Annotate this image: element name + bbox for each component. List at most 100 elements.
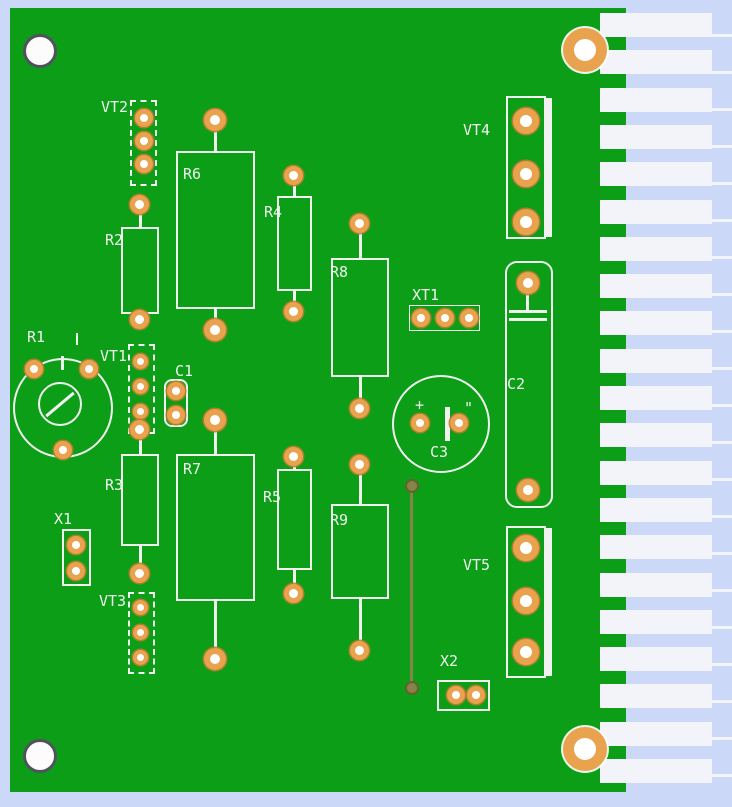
pad-R4[interactable] — [284, 302, 303, 321]
pad-R7[interactable] — [204, 648, 226, 670]
mounting-hole[interactable] — [23, 739, 57, 773]
edge-connector-finger — [600, 13, 712, 37]
outline-R6[interactable] — [176, 151, 255, 309]
component-label: VT4 — [463, 121, 491, 139]
outline-R5[interactable] — [277, 469, 312, 570]
pad-X2[interactable] — [467, 686, 485, 704]
edge-connector-finger — [600, 684, 712, 709]
pad-R9[interactable] — [350, 641, 369, 660]
pad-X1[interactable] — [67, 562, 85, 580]
outline-XT1[interactable] — [409, 305, 480, 331]
copper-trace[interactable] — [410, 486, 413, 688]
pad-C1[interactable] — [167, 406, 185, 424]
via[interactable] — [404, 479, 419, 493]
pad-C2[interactable] — [517, 272, 539, 294]
pad-R5[interactable] — [284, 447, 303, 466]
via[interactable] — [404, 681, 419, 695]
outline-X2[interactable] — [437, 680, 490, 711]
pad-VT4[interactable] — [513, 161, 539, 187]
pad-VT1[interactable] — [133, 379, 148, 394]
silk-C2-lead — [526, 292, 529, 310]
silk-C2-plate-b — [509, 318, 547, 321]
pad-R9[interactable] — [350, 455, 369, 474]
pad-R2[interactable] — [130, 195, 149, 214]
pad-R4[interactable] — [284, 166, 303, 185]
component-label: X1 — [54, 510, 73, 528]
edge-connector-finger — [600, 423, 712, 448]
pad-VT2[interactable] — [135, 155, 153, 173]
outline-X1[interactable] — [62, 529, 91, 586]
outline-R7[interactable] — [176, 454, 255, 601]
pad-VT5[interactable] — [513, 639, 539, 665]
pad-XT1[interactable] — [412, 309, 430, 327]
pad-R2[interactable] — [130, 310, 149, 329]
pad-XT1[interactable] — [460, 309, 478, 327]
pad-R3[interactable] — [130, 420, 149, 439]
outline-R1-rotor[interactable] — [38, 382, 82, 426]
lead-R6 — [214, 120, 217, 151]
pad-XT1[interactable] — [436, 309, 454, 327]
outline-C1[interactable] — [164, 379, 188, 427]
pad-VT3[interactable] — [133, 650, 148, 665]
pad-R8[interactable] — [350, 399, 369, 418]
edge-connector-finger — [600, 386, 712, 410]
component-label: C2 — [507, 375, 526, 393]
outline-VT2[interactable] — [130, 100, 157, 186]
silk-R1-tick — [76, 333, 78, 345]
pad-R1[interactable] — [54, 441, 72, 459]
edge-connector-finger — [600, 274, 712, 299]
component-label: C1 — [175, 362, 194, 380]
outline-R2[interactable] — [121, 227, 159, 314]
pad-VT4[interactable] — [513, 209, 539, 235]
pad-VT2[interactable] — [135, 132, 153, 150]
pad-VT3[interactable] — [133, 600, 148, 615]
pad-R3[interactable] — [130, 564, 149, 583]
lead-R2 — [139, 205, 142, 227]
outline-VT3[interactable] — [128, 592, 155, 674]
outline-R8[interactable] — [331, 258, 389, 377]
component-label: XT1 — [412, 286, 440, 304]
pad-VT2[interactable] — [135, 109, 153, 127]
silk-VT4-tab — [544, 98, 552, 237]
outline-C3-body[interactable] — [392, 375, 490, 473]
silk-C2-plate-a — [509, 310, 547, 313]
pad-C2[interactable] — [517, 479, 539, 501]
pad-C1[interactable] — [167, 382, 185, 400]
pad-C3[interactable] — [411, 414, 429, 432]
edge-connector-finger — [600, 87, 712, 112]
outline-R3[interactable] — [121, 454, 159, 546]
edge-connector-finger — [600, 721, 712, 746]
mounting-pad[interactable] — [563, 727, 607, 771]
pad-VT3[interactable] — [133, 625, 148, 640]
pad-VT5[interactable] — [513, 535, 539, 561]
edge-connector-finger — [600, 124, 712, 149]
pad-X2[interactable] — [447, 686, 465, 704]
pad-R7[interactable] — [204, 409, 226, 431]
pad-R6[interactable] — [204, 319, 226, 341]
pad-R5[interactable] — [284, 584, 303, 603]
pad-VT5[interactable] — [513, 588, 539, 614]
edge-connector-finger — [600, 348, 712, 373]
silk-VT5-tab — [544, 528, 552, 676]
pad-R1[interactable] — [25, 360, 43, 378]
edge-connector-finger — [600, 311, 712, 336]
pad-VT1[interactable] — [133, 404, 148, 419]
pad-VT1[interactable] — [133, 354, 148, 369]
pad-R6[interactable] — [204, 109, 226, 131]
mounting-hole[interactable] — [23, 34, 57, 68]
pad-R8[interactable] — [350, 214, 369, 233]
outline-R4[interactable] — [277, 196, 312, 291]
pad-X1[interactable] — [67, 536, 85, 554]
lead-R5 — [293, 570, 296, 594]
pad-R1[interactable] — [80, 360, 98, 378]
edge-connector-finger — [600, 609, 712, 634]
pad-C3[interactable] — [450, 414, 468, 432]
component-label: C3 — [430, 443, 449, 461]
outline-R9[interactable] — [331, 504, 389, 599]
edge-connector-finger — [600, 199, 712, 224]
outline-C2[interactable] — [505, 261, 553, 508]
mounting-pad[interactable] — [563, 28, 607, 72]
component-label: R3 — [105, 476, 124, 494]
pad-VT4[interactable] — [513, 108, 539, 134]
